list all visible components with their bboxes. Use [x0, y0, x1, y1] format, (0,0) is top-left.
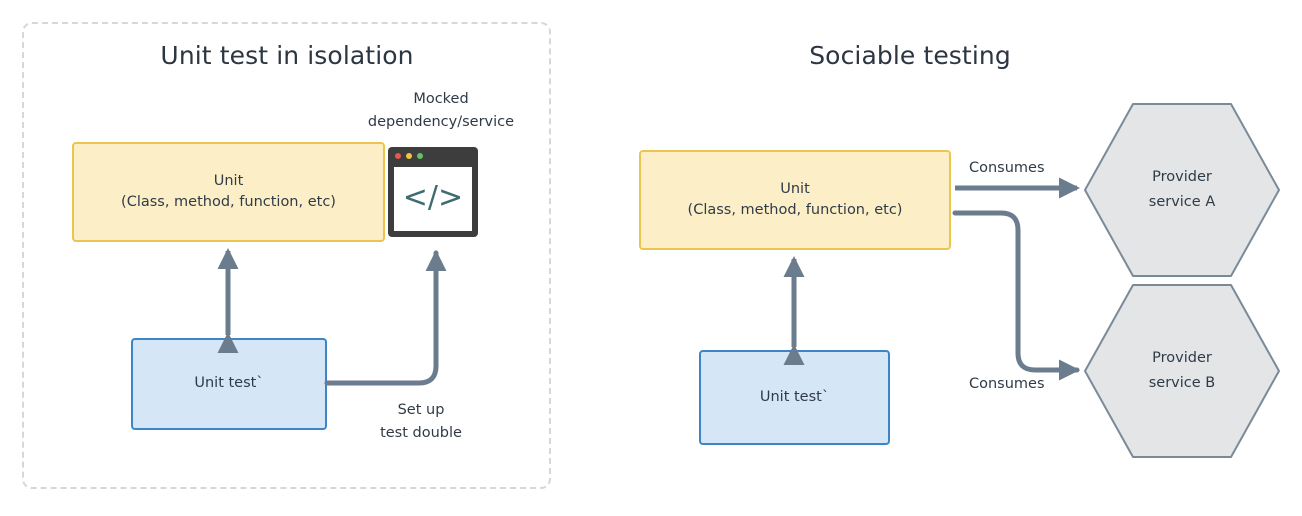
setup-test-double-caption: Set up test double: [353, 399, 489, 445]
isolation-panel-border: [22, 22, 551, 489]
mocked-dependency-code-window-icon: </>: [388, 147, 478, 237]
provider-b-line-1: Provider: [1152, 349, 1212, 366]
left-panel-title: Unit test in isolation: [160, 41, 414, 70]
edge-unit-to-provider-b: [952, 210, 1081, 381]
code-window-maximize-dot-icon: [417, 152, 423, 159]
unit-node-right-line-2: (Class, method, function, etc): [687, 202, 903, 218]
provider-a-line-1: Provider: [1152, 168, 1212, 185]
provider-service-b-node[interactable]: Provider service B: [1083, 283, 1281, 459]
hexagon-shape-a: [1084, 103, 1280, 277]
setup-caption-line-2: test double: [380, 425, 462, 442]
right-panel-title: Sociable testing: [809, 41, 1011, 70]
unit-test-node-left-label: Unit test`: [194, 375, 264, 392]
unit-node-left[interactable]: Unit (Class, method, function, etc): [72, 142, 385, 242]
setup-caption-line-1: Set up: [397, 402, 445, 418]
provider-a-line-2: service A: [1148, 194, 1216, 210]
mocked-dependency-caption: Mocked dependency/service: [356, 88, 526, 134]
code-window-body: </>: [394, 167, 472, 231]
hexagon-shape-b: [1084, 284, 1280, 458]
code-window-minimize-dot-icon: [406, 152, 412, 159]
consumes-label-a: Consumes: [969, 160, 1045, 176]
mocked-caption-line-1: Mocked: [413, 91, 469, 107]
code-window-close-dot-icon: [395, 152, 401, 159]
code-brackets-icon: </>: [402, 180, 464, 215]
provider-service-a-node[interactable]: Provider service A: [1083, 102, 1281, 278]
unit-node-left-line-1: Unit: [213, 172, 244, 189]
provider-b-line-2: service B: [1148, 375, 1216, 391]
unit-node-right-line-1: Unit: [780, 180, 810, 197]
provider-service-a-label: Provider service A: [1149, 165, 1215, 216]
unit-test-node-left[interactable]: Unit test`: [131, 338, 327, 430]
provider-service-b-label: Provider service B: [1149, 346, 1216, 397]
mocked-caption-line-2: dependency/service: [367, 114, 515, 131]
consumes-label-b: Consumes: [969, 376, 1045, 392]
unit-test-node-right-label: Unit test`: [759, 388, 830, 405]
unit-node-left-line-2: (Class, method, function, etc): [121, 194, 336, 210]
unit-test-node-right[interactable]: Unit test`: [699, 350, 890, 445]
unit-node-right[interactable]: Unit (Class, method, function, etc): [639, 150, 951, 250]
code-window-titlebar: [388, 147, 478, 164]
